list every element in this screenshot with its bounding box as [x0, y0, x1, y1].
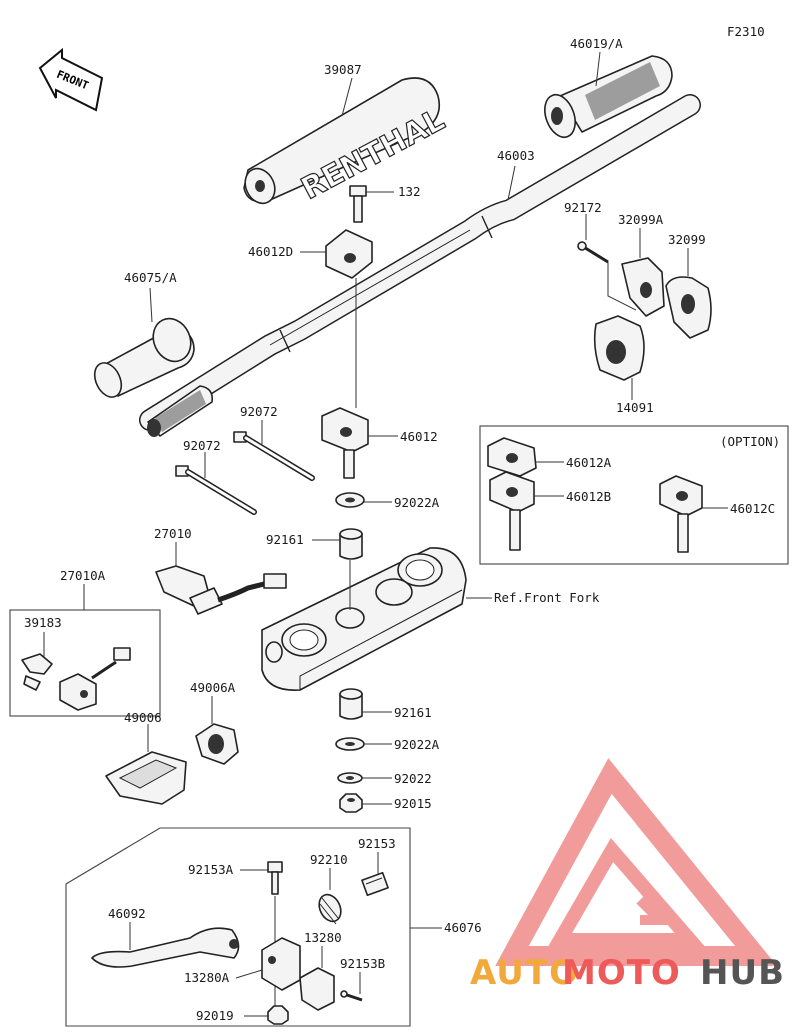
label-49006a: 49006A — [190, 680, 236, 695]
label-92022: 92022 — [394, 771, 432, 786]
label-49006: 49006 — [124, 710, 162, 725]
label-92019: 92019 — [196, 1008, 234, 1023]
label-13280: 13280 — [304, 930, 342, 945]
protector-49006a — [195, 723, 239, 765]
clamp-32099 — [665, 276, 712, 339]
label-132: 132 — [398, 184, 421, 199]
label-92015: 92015 — [394, 796, 432, 811]
adjuster-92153 — [361, 871, 389, 897]
front-arrow-icon: FRONT — [38, 47, 104, 112]
label-27010: 27010 — [154, 526, 192, 541]
washer-92022 — [337, 772, 363, 784]
label-92172: 92172 — [564, 200, 602, 215]
clamp-46012d — [325, 229, 373, 279]
label-92022a-bottom: 92022A — [394, 737, 440, 752]
label-92072-lower: 92072 — [183, 438, 221, 453]
washer-92022a-bottom — [335, 737, 365, 751]
holder-46012c — [659, 475, 703, 553]
left-grip — [93, 317, 214, 437]
zip-tie-upper — [233, 431, 315, 481]
label-32099: 32099 — [668, 232, 706, 247]
right-grip — [544, 55, 673, 139]
label-46075a: 46075/A — [124, 270, 177, 285]
holder-13280a — [261, 937, 301, 991]
watermark-logo — [495, 758, 777, 966]
handlebar — [139, 94, 701, 431]
ref-front-fork: Ref.Front Fork — [494, 590, 600, 605]
nut-92019 — [267, 1005, 289, 1025]
spring-92210 — [318, 893, 342, 925]
holder-46012b — [489, 471, 535, 551]
holder-46012a — [487, 437, 537, 477]
label-92161-top: 92161 — [266, 532, 304, 547]
label-92210: 92210 — [310, 852, 348, 867]
label-46003: 46003 — [497, 148, 535, 163]
lever-assembly-box — [65, 827, 411, 1027]
switch-27010a — [59, 647, 131, 711]
holder-13280 — [299, 967, 335, 1011]
kit-27010a-box — [9, 609, 161, 717]
switch-27010 — [155, 565, 287, 615]
label-92161-bottom: 92161 — [394, 705, 432, 720]
label-46012a: 46012A — [566, 455, 612, 470]
label-92072-upper: 92072 — [240, 404, 278, 419]
watermark-auto: AUTO — [470, 953, 579, 993]
label-46012b: 46012B — [566, 489, 611, 504]
damper-92161-top — [339, 528, 363, 560]
protector-49006 — [105, 751, 187, 805]
bolt-92153b — [340, 990, 363, 1002]
label-92153: 92153 — [358, 836, 396, 851]
label-39183: 39183 — [24, 615, 62, 630]
label-46092: 46092 — [108, 906, 146, 921]
label-39087: 39087 — [324, 62, 362, 77]
label-92153b: 92153B — [340, 956, 385, 971]
option-label: (OPTION) — [720, 434, 780, 449]
option-box — [479, 425, 789, 565]
label-27010a: 27010A — [60, 568, 106, 583]
watermark-hub: HUB — [700, 953, 785, 993]
nut-92015 — [339, 793, 363, 813]
label-46012: 46012 — [400, 429, 438, 444]
bolt-132 — [349, 185, 367, 223]
label-13280a: 13280A — [184, 970, 230, 985]
figure-code: F2310 — [727, 24, 765, 39]
holder-46012 — [321, 407, 369, 479]
bolt-92153a — [267, 861, 283, 895]
damper-92161-bottom — [339, 688, 363, 720]
label-46012d: 46012D — [248, 244, 293, 259]
clamp-32099a — [621, 257, 665, 317]
zip-tie-lower — [175, 465, 257, 515]
label-92022a-top: 92022A — [394, 495, 440, 510]
label-46076: 46076 — [444, 920, 482, 935]
cover-14091 — [593, 315, 645, 381]
bracket-39183 — [21, 653, 53, 691]
watermark-moto: MOTO — [562, 953, 681, 993]
label-46012c: 46012C — [730, 501, 775, 516]
label-92153a: 92153A — [188, 862, 234, 877]
lever-46092 — [91, 927, 240, 968]
triple-clamp — [261, 547, 467, 691]
label-46019a: 46019/A — [570, 36, 623, 51]
washer-92022a-top — [335, 492, 365, 508]
label-14091: 14091 — [616, 400, 654, 415]
bolt-92172 — [577, 241, 609, 264]
label-32099a: 32099A — [618, 212, 664, 227]
